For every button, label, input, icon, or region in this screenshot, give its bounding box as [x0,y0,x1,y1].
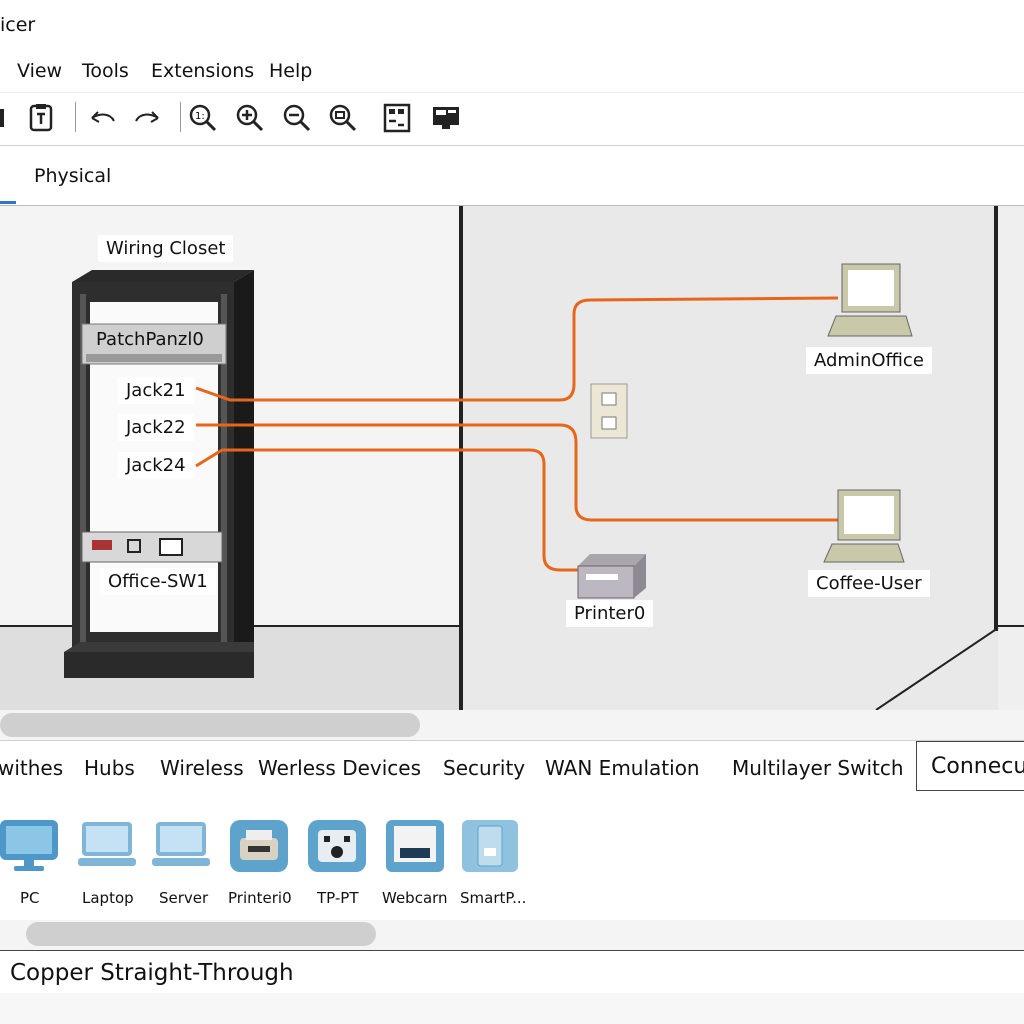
category-wan-emulation[interactable]: WAN Emulation [545,756,700,780]
printer-device[interactable] [577,554,646,599]
printer-label: Printer0 [566,600,654,627]
category-wireless-devices[interactable]: Werless Devices [258,756,422,780]
workspace-canvas [0,206,1024,710]
undo-icon[interactable] [86,101,120,135]
device-list-scroll-thumb[interactable] [26,922,376,946]
device-category-bar [0,740,1024,797]
coffee-user-pc[interactable] [823,489,905,563]
zoom-out-icon[interactable] [280,101,314,135]
tp-pt-icon[interactable] [306,818,370,874]
toolbar-divider [75,102,76,132]
device-label-smartphone: SmartP... [460,889,527,907]
tab-physical[interactable]: Physical [34,165,112,187]
footer [0,993,1024,1024]
category-wireless[interactable]: Wireless [160,756,244,780]
device-label-printer: Printeri0 [228,889,292,907]
device-label-server: Server [159,889,209,907]
window-title: icer [0,14,36,36]
jack24-label: Jack24 [118,452,194,479]
device-label-pc: PC [20,889,40,907]
active-tab-indicator [0,201,16,204]
wall-jack[interactable] [590,383,628,439]
category-switches[interactable]: withes [0,756,64,780]
switch-label: Office-SW1 [100,568,216,595]
physical-workspace[interactable]: Wiring Closet PatchPanzl0 Jack21 Jack22 … [0,206,1024,710]
coffee-user-label: Coffee-User [808,570,930,597]
patch-panel-label: PatchPanzl0 [96,329,204,350]
smartphone-icon[interactable] [460,818,524,874]
connection-type-label[interactable]: Copper Straight-Through [10,960,294,986]
zoom-reset-icon[interactable]: 1: [186,101,220,135]
clipboard-icon[interactable] [24,101,58,135]
office-switch[interactable] [81,531,223,563]
cable-2[interactable] [196,423,838,522]
jack21-label: Jack21 [118,377,194,404]
device-label-webcam: Webcarn [382,889,448,907]
category-multilayer-switch[interactable]: Multilayer Switch [732,756,904,780]
printer-icon[interactable] [228,818,292,874]
toolbar-divider [180,102,181,132]
wiring-closet-label: Wiring Closet [98,235,234,262]
cable-3[interactable] [195,448,580,572]
category-security[interactable]: Security [443,756,526,780]
toolbar [0,92,1024,146]
workspace-scroll-thumb[interactable] [0,713,420,737]
menu-help[interactable]: Help [269,60,313,82]
menu-bar [0,52,1024,92]
patch-panel[interactable] [81,323,227,365]
redo-icon[interactable] [130,101,164,135]
admin-office-pc[interactable] [827,263,913,337]
category-connections-label: Connecu [931,754,1024,779]
category-hubs[interactable]: Hubs [84,756,135,780]
tab-bar [0,147,1024,206]
cable-1[interactable] [195,296,839,402]
menu-tools[interactable]: Tools [82,60,129,82]
menu-extensions[interactable]: Extensions [151,60,255,82]
save-icon[interactable] [0,101,26,135]
device-template-icon[interactable] [429,101,463,135]
admin-office-label: AdminOffice [806,347,932,374]
category-connections[interactable]: Connecu [916,741,1024,791]
device-label-laptop: Laptop [82,889,134,907]
laptop-icon[interactable] [76,818,140,874]
zoom-in-icon[interactable] [233,101,267,135]
server-icon[interactable] [150,818,214,874]
title-bar: icer [0,0,1024,53]
palette-icon[interactable] [380,101,414,135]
svg-text:1:: 1: [195,111,205,122]
pc-icon[interactable] [0,818,62,874]
jack22-label: Jack22 [118,414,194,441]
menu-view[interactable]: View [17,60,63,82]
device-label-tp-pt: TP-PT [317,889,359,907]
zoom-fit-icon[interactable] [326,101,360,135]
webcam-icon[interactable] [384,818,448,874]
